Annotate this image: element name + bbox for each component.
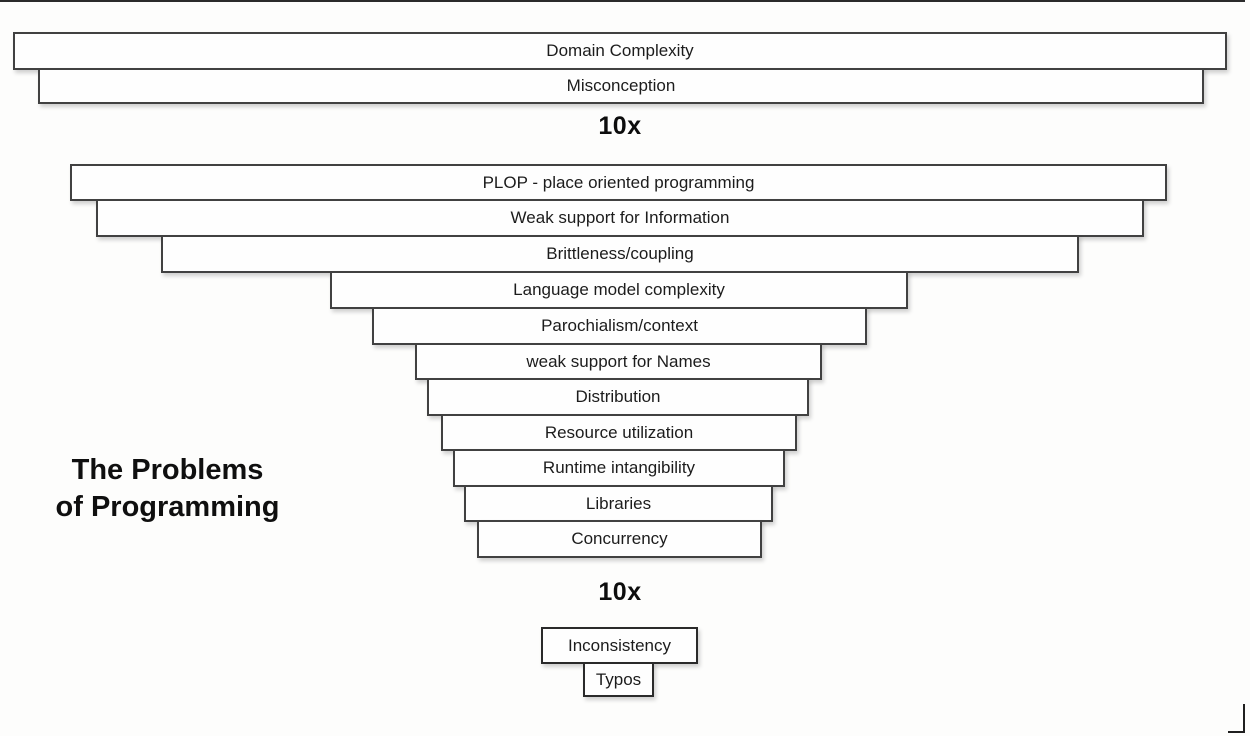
- funnel-box-libraries: Libraries: [464, 485, 773, 522]
- funnel-box-parochialism-context: Parochialism/context: [372, 307, 867, 345]
- funnel-box-typos: Typos: [583, 662, 654, 697]
- diagram-title: The Problems of Programming: [25, 452, 310, 526]
- funnel-box-misconception: Misconception: [38, 68, 1204, 104]
- funnel-box-inconsistency: Inconsistency: [541, 627, 698, 664]
- funnel-box-concurrency: Concurrency: [477, 520, 762, 558]
- corner-bracket-icon: [1228, 704, 1245, 733]
- multiplier-label-bottom: 10x: [598, 578, 642, 606]
- funnel-box-runtime-intangibility: Runtime intangibility: [453, 449, 785, 487]
- frame-top-line: [0, 0, 1245, 2]
- funnel-box-distribution: Distribution: [427, 378, 809, 416]
- funnel-box-weak-support-names: weak support for Names: [415, 343, 822, 380]
- funnel-box-resource-utilization: Resource utilization: [441, 414, 797, 451]
- funnel-box-plop: PLOP - place oriented programming: [70, 164, 1167, 201]
- diagram-title-line1: The Problems: [71, 454, 264, 486]
- funnel-box-brittleness-coupling: Brittleness/coupling: [161, 235, 1079, 273]
- funnel-box-domain-complexity: Domain Complexity: [13, 32, 1227, 70]
- funnel-box-language-model-complexity: Language model complexity: [330, 271, 908, 309]
- multiplier-label-top: 10x: [598, 112, 642, 140]
- funnel-box-weak-support-information: Weak support for Information: [96, 199, 1144, 237]
- diagram-title-line2: of Programming: [55, 491, 280, 523]
